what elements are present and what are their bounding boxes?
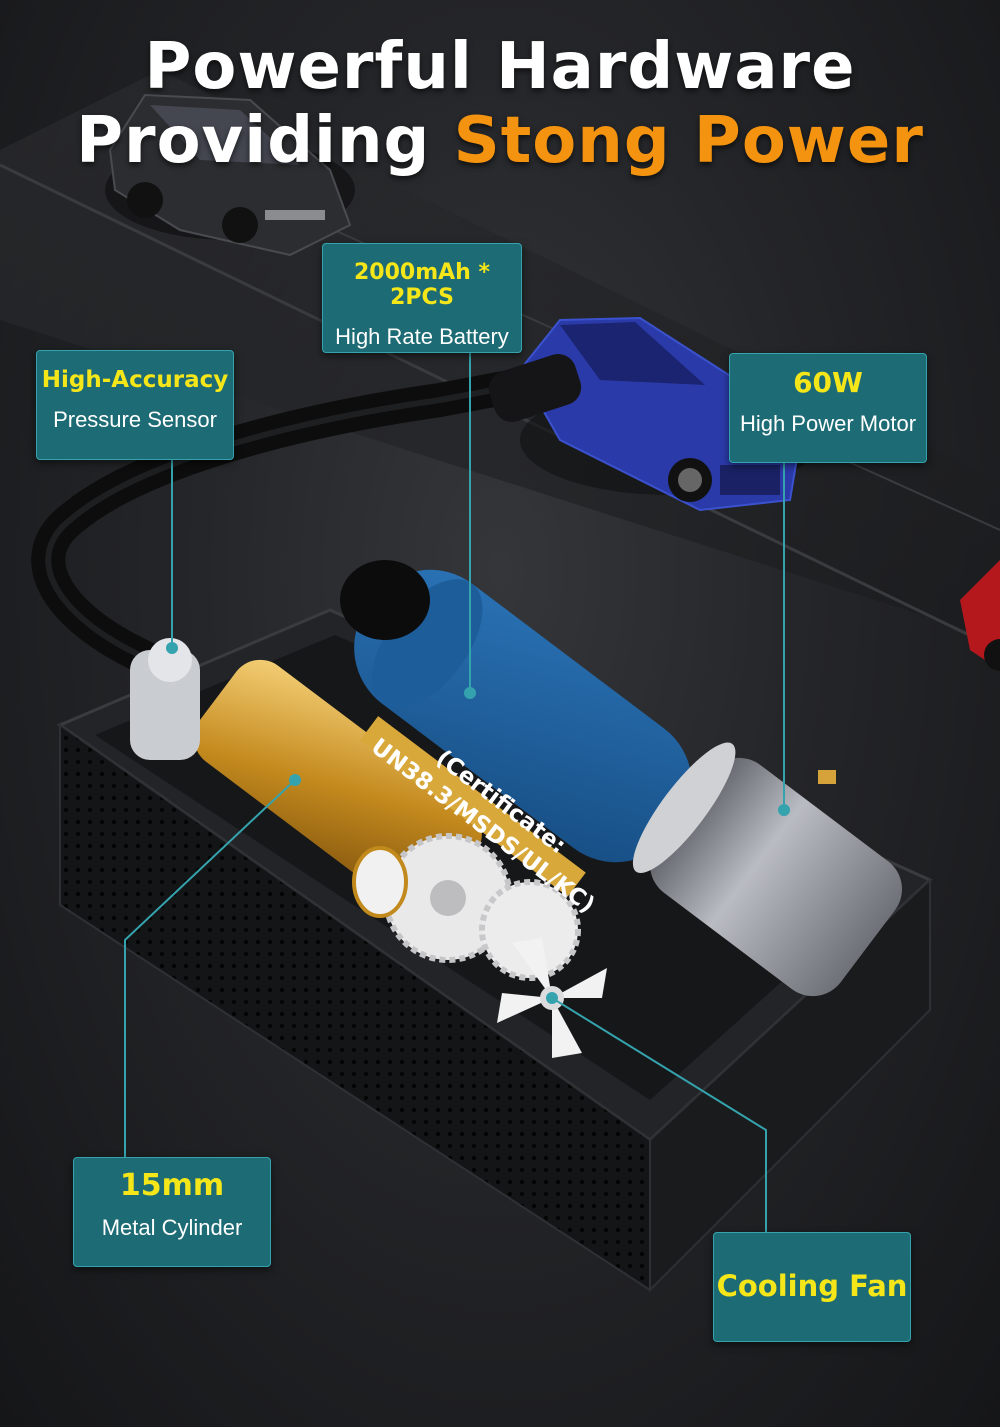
pressure-sensor-callout-heading: High-Accuracy <box>41 367 229 393</box>
cylinder-callout: 15mm Metal Cylinder <box>73 1157 271 1267</box>
battery-callout-heading: 2000mAh * 2PCS <box>353 260 490 310</box>
headline-prefix: Providing <box>76 104 431 178</box>
pressure-sensor-callout: High-Accuracy Pressure Sensor <box>36 350 234 460</box>
motor-callout: 60W High Power Motor <box>729 353 927 463</box>
battery-callout-text: High Rate Battery <box>335 324 509 349</box>
headline-line-1: Powerful Hardware <box>144 30 856 104</box>
battery-callout: 2000mAh * 2PCS High Rate Battery <box>322 243 522 353</box>
dark-car-image <box>105 93 355 257</box>
cylinder-callout-text: Metal Cylinder <box>101 1215 243 1240</box>
cooling-fan-callout-heading: Cooling Fan <box>716 1269 908 1303</box>
motor-callout-heading: 60W <box>793 366 863 399</box>
cylinder-callout-heading: 15mm <box>119 1168 225 1203</box>
headline-highlight: Stong Power <box>453 104 924 178</box>
pressure-sensor-callout-text: Pressure Sensor <box>53 407 217 432</box>
red-car-image <box>960 560 1000 671</box>
motor-callout-text: High Power Motor <box>739 411 917 436</box>
cooling-fan-callout: Cooling Fan <box>713 1232 911 1342</box>
headline-line-2: Providing Stong Power <box>0 104 1000 178</box>
